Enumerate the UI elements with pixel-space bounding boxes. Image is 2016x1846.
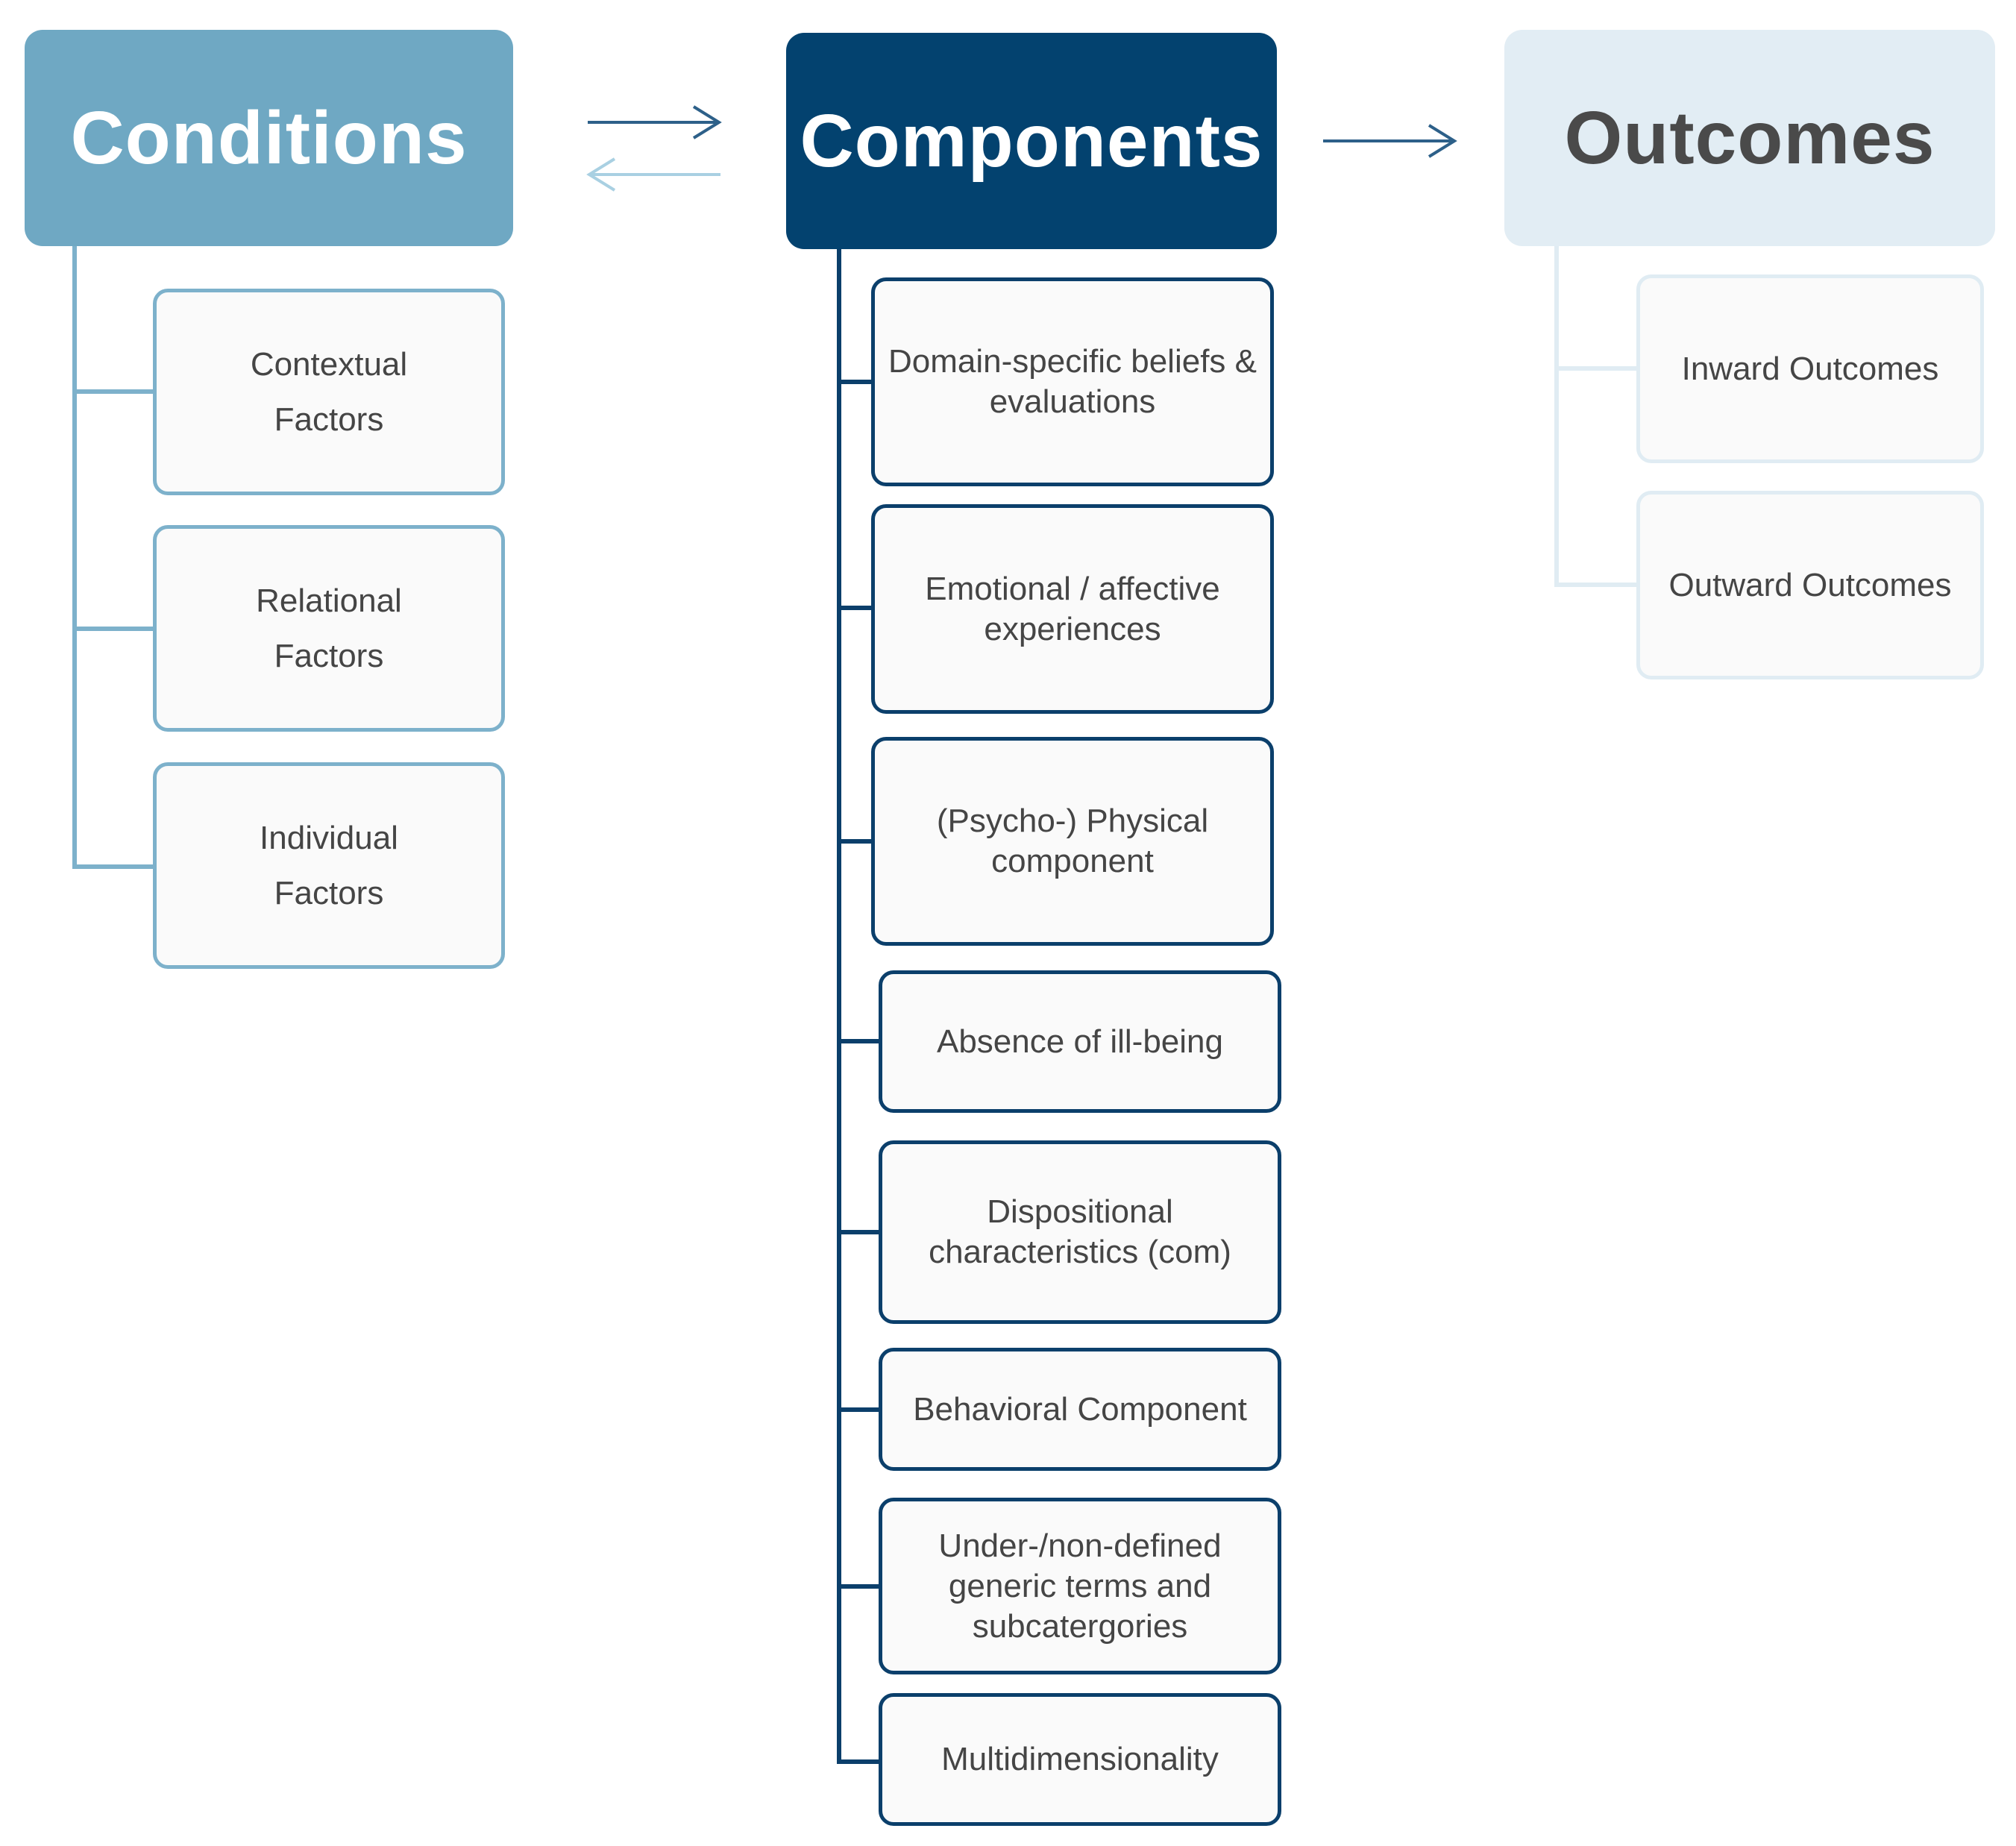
relational-factors-label: Relational Factors: [256, 582, 402, 674]
right-arrow-icon: [588, 105, 722, 139]
emotional-affective-label: Emotional / affective experiences: [925, 570, 1220, 647]
absence-of-ill-being-box: Absence of ill-being: [879, 970, 1281, 1113]
multidimensionality-box: Multidimensionality: [879, 1693, 1281, 1826]
under-non-defined-label: Under-/non-defined generic terms and sub…: [938, 1527, 1222, 1645]
absence-of-ill-being-label: Absence of ill-being: [936, 1023, 1223, 1060]
behavioral-component-box: Behavioral Component: [879, 1348, 1281, 1471]
relational-factors-box: Relational Factors: [153, 525, 505, 732]
domain-specific-beliefs-label: Domain-specific beliefs & evaluations: [888, 343, 1257, 420]
conditions-header: Conditions: [25, 30, 513, 246]
under-non-defined-box: Under-/non-defined generic terms and sub…: [879, 1498, 1281, 1674]
dispositional-characteristics-label: Dispositional characteristics (com): [929, 1193, 1231, 1270]
components-tree-lines: [837, 249, 879, 1764]
domain-specific-beliefs-box: Domain-specific beliefs & evaluations: [871, 277, 1274, 486]
outcomes-header: Outcomes: [1504, 30, 1995, 246]
psycho-physical-label: (Psycho-) Physical component: [936, 803, 1209, 879]
components-header: Components: [786, 33, 1277, 249]
outcomes-tree-lines: [1554, 246, 1636, 587]
emotional-affective-box: Emotional / affective experiences: [871, 504, 1274, 714]
right-arrow-icon: [1323, 124, 1457, 158]
left-arrow-icon: [586, 157, 720, 192]
outward-outcomes-box: Outward Outcomes: [1636, 491, 1984, 679]
multidimensionality-label: Multidimensionality: [941, 1741, 1219, 1777]
inward-outcomes-label: Inward Outcomes: [1681, 350, 1939, 387]
individual-factors-box: Individual Factors: [153, 762, 505, 969]
psycho-physical-box: (Psycho-) Physical component: [871, 737, 1274, 946]
individual-factors-label: Individual Factors: [260, 819, 398, 911]
behavioral-component-label: Behavioral Component: [913, 1390, 1247, 1428]
contextual-factors-label: Contextual Factors: [250, 345, 408, 438]
contextual-factors-box: Contextual Factors: [153, 289, 505, 495]
dispositional-characteristics-box: Dispositional characteristics (com): [879, 1140, 1281, 1324]
conditions-tree-lines: [72, 246, 153, 869]
outward-outcomes-label: Outward Outcomes: [1668, 566, 1952, 603]
inward-outcomes-box: Inward Outcomes: [1636, 274, 1984, 463]
